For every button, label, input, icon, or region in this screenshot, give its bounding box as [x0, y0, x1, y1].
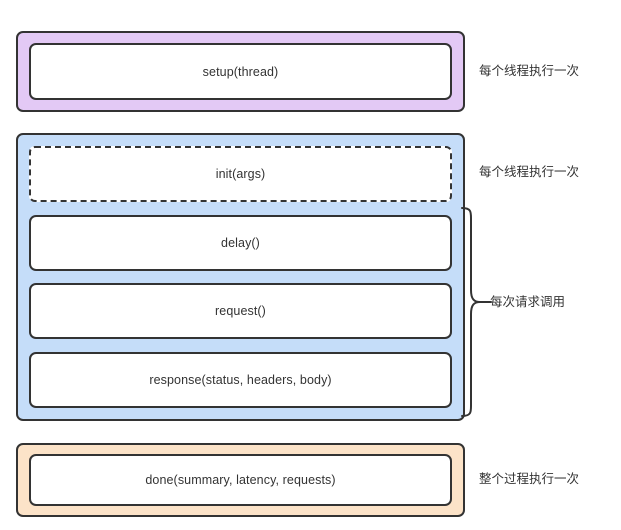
step-delay: delay(): [29, 214, 452, 271]
annotation-setup: 每个线程执行一次: [479, 64, 580, 78]
step-response: response(status, headers, body): [29, 351, 452, 408]
setup-group: setup(thread): [16, 31, 465, 112]
annotation-per-request: 每次请求调用: [490, 295, 566, 309]
step-done: done(summary, latency, requests): [29, 454, 452, 506]
done-group: done(summary, latency, requests): [16, 443, 465, 517]
curly-brace-icon: [458, 206, 492, 418]
annotation-init: 每个线程执行一次: [479, 165, 580, 179]
annotation-done: 整个过程执行一次: [479, 472, 580, 486]
step-init: init(args): [29, 146, 452, 202]
request-group: init(args) delay() request() response(st…: [16, 133, 465, 421]
step-request: request(): [29, 283, 452, 340]
step-setup: setup(thread): [29, 43, 452, 100]
